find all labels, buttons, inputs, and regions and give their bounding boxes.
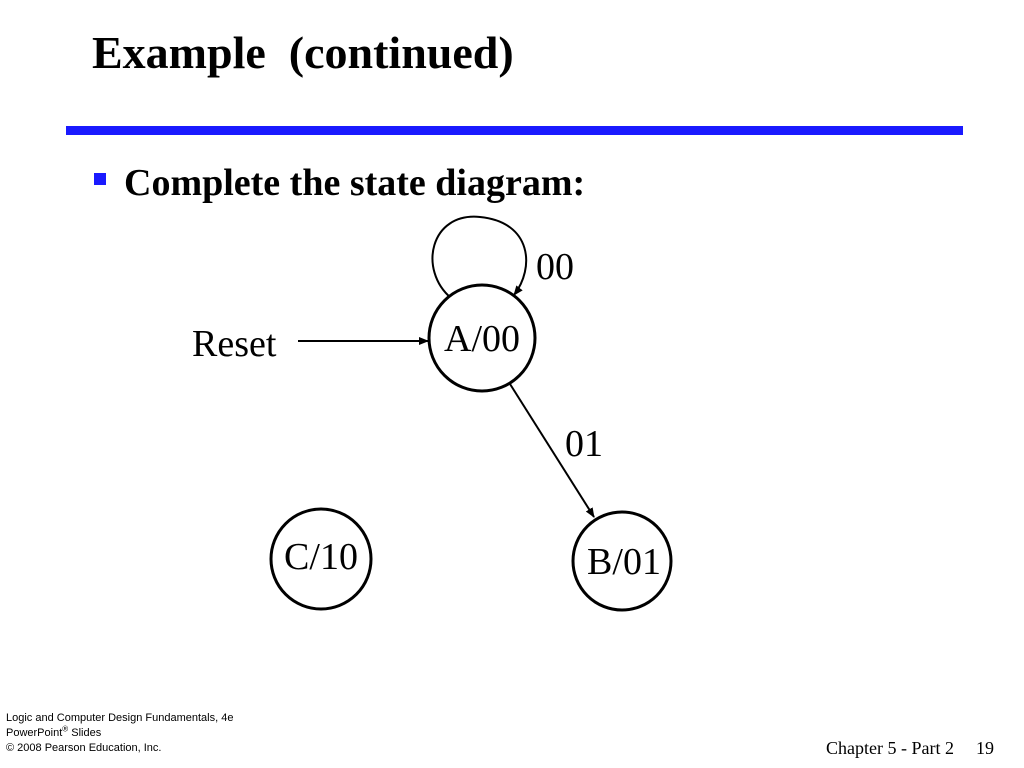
footer-slides-name: PowerPoint [6,727,63,739]
slide-title: Example (continued) [92,27,514,78]
footer-copyright: © 2008 Pearson Education, Inc. [6,742,162,754]
page-number: 19 [976,738,994,758]
state-b: B/01 [571,510,673,612]
state-c: C/10 [269,507,373,611]
title-divider [66,126,963,135]
footer-book-title: Logic and Computer Design Fundamentals, … [6,712,234,724]
square-bullet-icon [94,173,106,185]
self-loop-label: 00 [536,246,574,288]
footer-slides-line: PowerPoint® Slides [6,724,233,741]
footer-registered-mark: ® [62,724,69,734]
bullet-text: Complete the state diagram: [124,162,586,204]
state-a: A/00 [427,283,537,393]
bullet-item: Complete the state diagram: [94,164,585,202]
footer-credits: Logic and Computer Design Fundamentals, … [6,711,233,756]
state-c-label: C/10 [284,536,358,578]
footer-slides-suffix: Slides [68,727,102,739]
state-b-label: B/01 [587,541,661,583]
footer-page-info: Chapter 5 - Part 2 19 [826,738,994,759]
reset-label: Reset [192,323,277,365]
transition-arrow-a-b [509,383,595,518]
footer-chapter: Chapter 5 - Part 2 [826,738,954,758]
transition-label-a-b: 01 [565,423,603,465]
state-a-label: A/00 [444,318,520,360]
self-loop-arrow-a [431,215,528,299]
